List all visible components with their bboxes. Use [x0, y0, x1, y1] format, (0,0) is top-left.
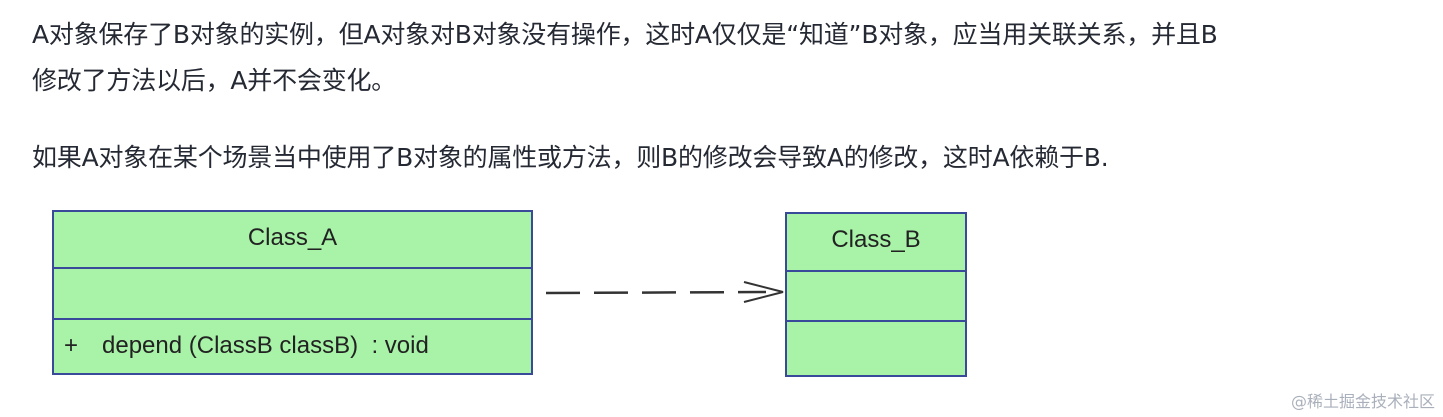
- paragraph-1-line-2: 修改了方法以后，A并不会变化。: [32, 66, 397, 95]
- class-b-attributes: [787, 272, 965, 322]
- class-a-operations: + depend (ClassB classB) : void: [54, 320, 531, 373]
- dependency-arrowhead: [743, 281, 784, 303]
- class-a-operation: + depend (ClassB classB) : void: [54, 332, 531, 360]
- paragraph-2: 如果A对象在某个场景当中使用了B对象的属性或方法，则B的修改会导致A的修改，这时…: [32, 143, 1109, 172]
- uml-class-a: Class_A + depend (ClassB classB) : void: [52, 210, 533, 375]
- class-b-name: Class_B: [787, 214, 965, 272]
- operation-signature: depend (ClassB classB) : void: [102, 332, 429, 359]
- operation-visibility: +: [64, 332, 79, 359]
- uml-class-b: Class_B: [785, 212, 967, 377]
- class-b-operations: [787, 322, 965, 375]
- dependency-arrow: [545, 281, 784, 303]
- class-a-name: Class_A: [54, 212, 531, 269]
- class-a-attributes: [54, 269, 531, 320]
- paragraph-1-line-1: A对象保存了B对象的实例，但A对象对B对象没有操作，这时A仅仅是“知道”B对象，…: [32, 20, 1218, 49]
- watermark: @稀土掘金技术社区: [1290, 392, 1435, 411]
- dependency-line: [545, 290, 767, 295]
